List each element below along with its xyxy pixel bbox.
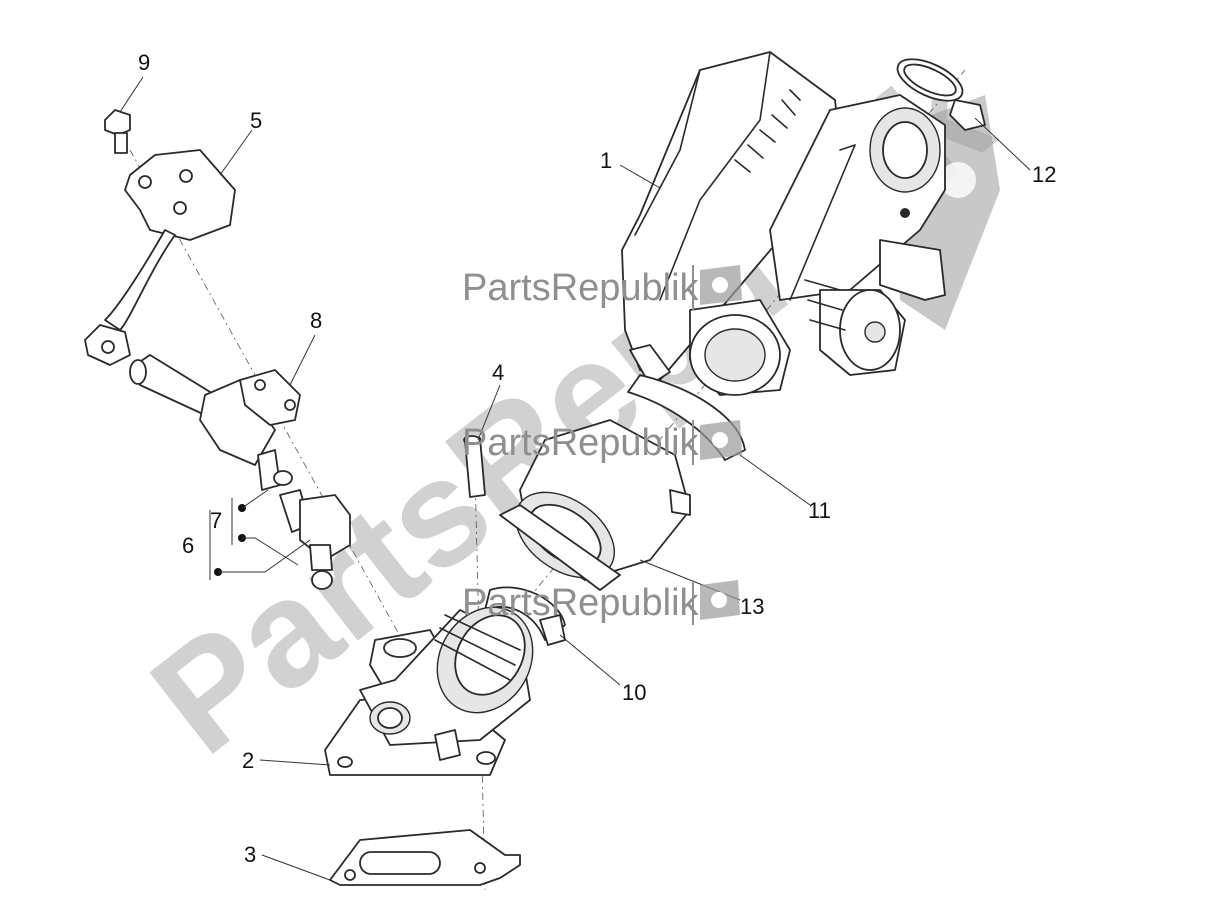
callout-8: 8 [310, 308, 322, 333]
callout-6: 6 [182, 533, 194, 558]
watermark-small-1: PartsRepublik [462, 265, 742, 310]
callout-5: 5 [250, 108, 262, 133]
callout-11: 11 [808, 498, 831, 523]
part-injector-holder [129, 354, 301, 491]
part-hose-clamp-top [896, 58, 986, 131]
part-fuel-injector [273, 470, 351, 590]
callout-13: 13 [740, 594, 764, 619]
callout-7: 7 [210, 508, 222, 533]
watermark-small-2: PartsRepublik [462, 420, 742, 465]
callout-4: 4 [492, 360, 504, 385]
part-throttle-body [621, 51, 946, 396]
callout-bracket-6-7 [209, 489, 311, 580]
watermark-small-2-text: PartsRepublik [462, 422, 700, 464]
part-mounting-bracket [84, 149, 236, 366]
callout-9: 9 [138, 50, 150, 75]
watermark-small-1-text: PartsRepublik [462, 267, 700, 309]
leader-lines [119, 76, 1031, 881]
callout-3: 3 [244, 842, 256, 867]
part-hose-clamp-lower [484, 586, 566, 646]
callout-labels: 1 2 3 4 5 6 7 8 9 10 11 12 13 [138, 50, 1056, 867]
part-bolt [104, 109, 131, 154]
part-gasket [329, 829, 521, 886]
callout-10: 10 [622, 680, 646, 705]
part-inlet-manifold [324, 606, 534, 776]
part-pin [463, 435, 486, 498]
callout-1: 1 [600, 148, 612, 173]
watermark-small-3: PartsRepublik [462, 580, 740, 625]
watermark-small-3-text: PartsRepublik [462, 582, 700, 624]
part-intake-sleeve [499, 419, 691, 591]
callout-12: 12 [1032, 162, 1056, 187]
callout-2: 2 [242, 748, 254, 773]
